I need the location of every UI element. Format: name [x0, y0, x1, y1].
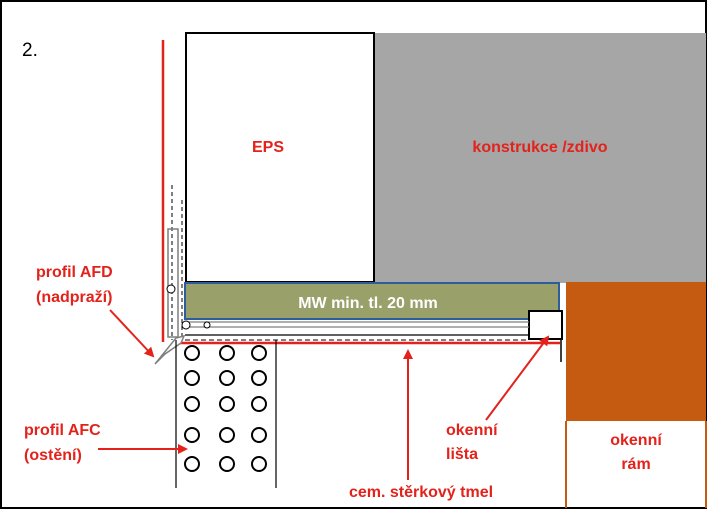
figure-number: 2. [22, 40, 38, 61]
callout-afc-line2: (ostění) [24, 447, 82, 464]
afc-profile-perforations [184, 345, 267, 472]
callout-window-strip-line1: okenní [446, 422, 498, 439]
callout-afd-arrow [109, 309, 155, 358]
callout-window-strip-arrow [485, 335, 550, 421]
construction-label: konstrukce /zdivo [472, 139, 607, 156]
afd-drip-nose [154, 334, 186, 365]
callout-window-strip-line2: lišta [446, 446, 478, 463]
window-strip [528, 310, 563, 340]
afd-profile-hole [166, 284, 176, 294]
callout-plaster-label: cem. stěrkový tmel [349, 484, 493, 501]
window-frame-label-line2: rám [621, 456, 650, 473]
afd-profile-leg [167, 228, 179, 338]
callout-afd-line2: (nadpraží) [36, 289, 112, 306]
window-frame-block [566, 282, 706, 421]
eps-label: EPS [252, 139, 284, 156]
afd-corner-hole-2 [203, 321, 211, 329]
mineral-wool-block [184, 282, 560, 320]
window-frame-label-line1: okenní [610, 432, 662, 449]
construction-block [375, 33, 706, 283]
eps-block [185, 32, 375, 283]
mineral-wool-label: MW min. tl. 20 mm [298, 295, 438, 312]
afd-corner-hole-1 [181, 320, 191, 330]
callout-afd-line1: profil AFD [36, 264, 113, 281]
callout-afc-line1: profil AFC [24, 422, 101, 439]
